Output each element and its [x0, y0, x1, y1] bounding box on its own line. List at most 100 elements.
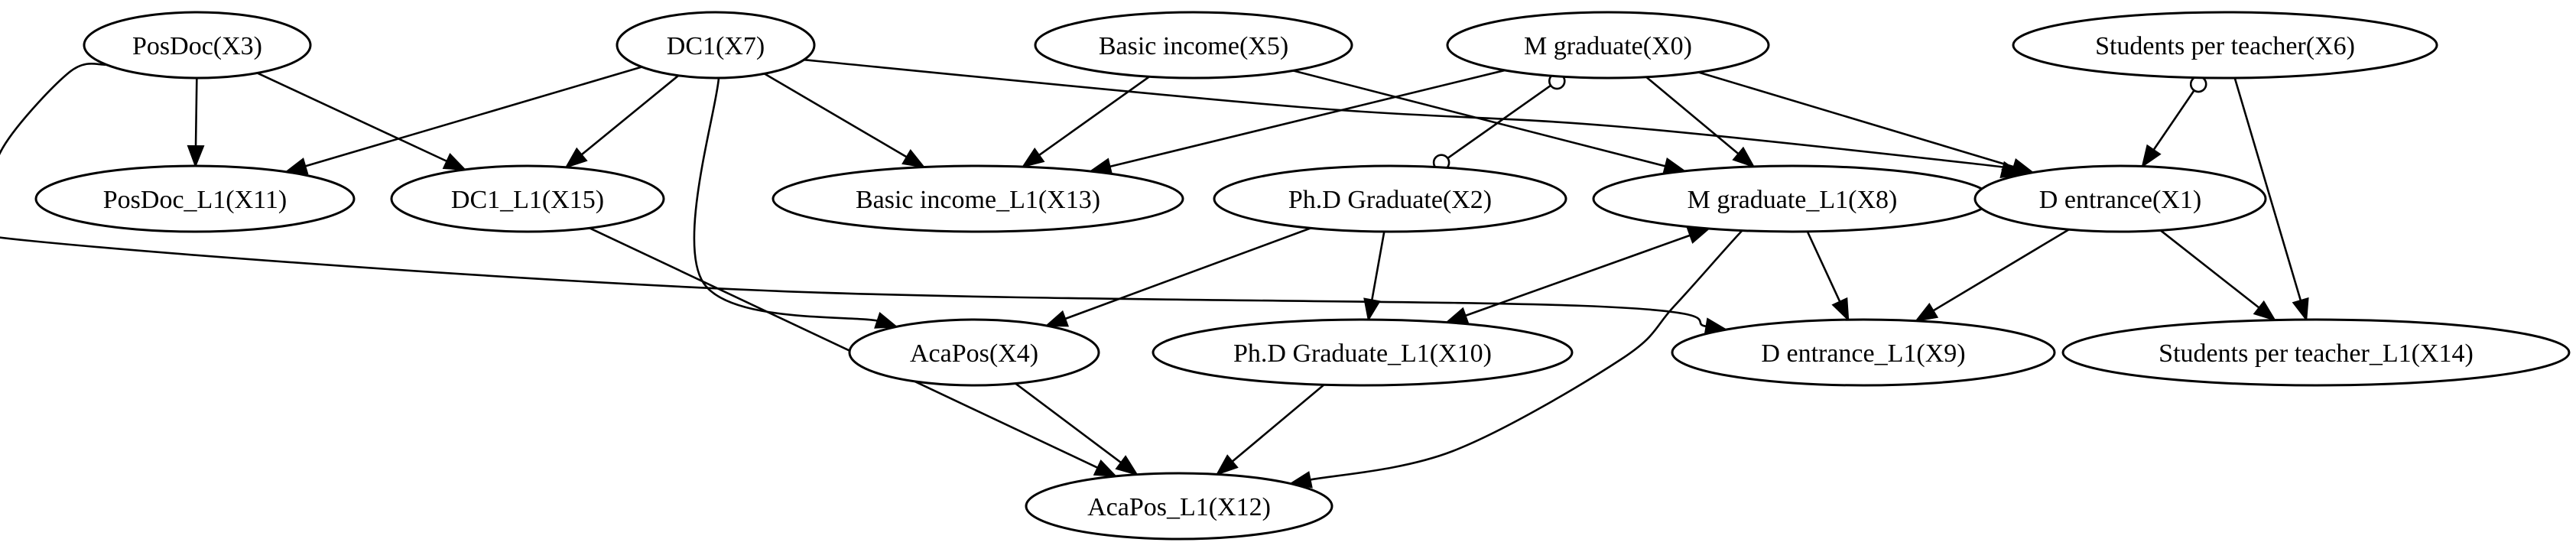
- edge-line: [2159, 229, 2260, 309]
- arrowhead: [901, 148, 926, 168]
- edge-line: [1447, 84, 1551, 159]
- node-ellipse: [1973, 164, 2267, 233]
- edge-x7-x11: [284, 66, 642, 175]
- node-label: Basic income_L1(X13): [856, 186, 1100, 214]
- node-x6: Students per teacher(X6): [2012, 11, 2438, 80]
- arrowhead: [1363, 297, 1381, 322]
- edge-x8-x9: [1806, 231, 1850, 322]
- arrowhead: [2253, 300, 2277, 322]
- node-ellipse: [83, 11, 312, 80]
- edge-x3-x15: [256, 72, 467, 171]
- edge-line: [1371, 231, 1385, 300]
- node-label: DC1_L1(X15): [451, 186, 604, 214]
- node-label: Basic income(X5): [1099, 32, 1288, 60]
- node-x10: Ph.D Graduate_L1(X10): [1152, 318, 1574, 387]
- edge-x0-x1: [1698, 71, 2035, 175]
- node-ellipse: [1152, 318, 1574, 387]
- edge-line: [304, 66, 642, 167]
- node-ellipse: [34, 164, 356, 233]
- arrowhead: [1686, 227, 1711, 244]
- arrowhead: [1044, 310, 1070, 327]
- node-label: M graduate(X0): [1524, 32, 1692, 60]
- edge-line: [1932, 229, 2070, 312]
- node-ellipse: [772, 164, 1184, 233]
- arrowhead: [187, 144, 205, 168]
- edge-line: [1015, 382, 1122, 464]
- node-label: DC1(X7): [667, 32, 765, 60]
- node-ellipse: [2061, 318, 2571, 387]
- node-x8: M graduate_L1(X8): [1592, 164, 1993, 233]
- node-ellipse: [1034, 11, 1353, 80]
- edge-line: [589, 227, 1099, 469]
- node-ellipse: [2012, 11, 2438, 80]
- arrowhead: [1093, 459, 1118, 478]
- edge-line: [580, 74, 680, 156]
- arrowhead: [1444, 307, 1470, 324]
- edge-line: [1292, 70, 1666, 167]
- node-label: Students per teacher_L1(X14): [2159, 339, 2474, 368]
- node-x7: DC1(X7): [616, 11, 816, 80]
- node-label: D entrance_L1(X9): [1761, 339, 1965, 368]
- node-ellipse: [1446, 11, 1770, 80]
- edge-x5-x8: [1292, 70, 1687, 175]
- node-label: Ph.D Graduate(X2): [1288, 186, 1492, 214]
- node-x12: AcaPos_L1(X12): [1025, 472, 1333, 541]
- node-x13: Basic income_L1(X13): [772, 164, 1184, 233]
- edge-x7-x13: [764, 73, 926, 168]
- node-ellipse: [1671, 318, 2056, 387]
- edge-line: [777, 56, 2016, 171]
- node-ellipse: [390, 164, 665, 233]
- node-x1: D entrance(X1): [1973, 164, 2267, 233]
- node-x5: Basic income(X5): [1034, 11, 1353, 80]
- edge-x10-x12: [1215, 384, 1325, 476]
- arrowhead: [442, 153, 467, 171]
- arrowhead: [1115, 455, 1139, 476]
- edge-line: [1698, 71, 2015, 168]
- node-ellipse: [616, 11, 816, 80]
- edge-x2-x10: [1363, 231, 1385, 322]
- edge-x6-x1: [2141, 75, 2207, 168]
- node-x14: Students per teacher_L1(X14): [2061, 318, 2571, 387]
- edge-line: [1806, 231, 1841, 303]
- node-ellipse: [848, 318, 1100, 387]
- node-label: AcaPos_L1(X12): [1087, 493, 1271, 521]
- node-ellipse: [1025, 472, 1333, 541]
- edge-line: [1645, 76, 1740, 155]
- node-x0: M graduate(X0): [1446, 11, 1770, 80]
- node-label: PosDoc(X3): [132, 32, 262, 60]
- arrowhead: [564, 147, 588, 169]
- node-label: D entrance(X1): [2039, 186, 2201, 214]
- node-label: Ph.D Graduate_L1(X10): [1233, 339, 1492, 368]
- node-x4: AcaPos(X4): [848, 318, 1100, 387]
- edge-x2-x4: [1044, 227, 1311, 327]
- edge-line: [1310, 219, 1759, 481]
- node-x11: PosDoc_L1(X11): [34, 164, 356, 233]
- edge-x7-x15: [564, 74, 680, 169]
- arrowhead: [1732, 146, 1756, 168]
- edges-layer: [0, 56, 2309, 489]
- edge-line: [1038, 76, 1150, 157]
- edge-line: [1064, 227, 1311, 320]
- edge-line: [194, 77, 198, 147]
- edge-line: [1231, 384, 1325, 463]
- node-x3: PosDoc(X3): [83, 11, 312, 80]
- edge-x6-x14: [2233, 77, 2309, 322]
- edge-line: [2233, 77, 2302, 301]
- edge-line: [1465, 234, 1691, 317]
- arrowhead: [1215, 454, 1239, 476]
- arrowhead: [1831, 297, 1850, 322]
- node-label: M graduate_L1(X8): [1688, 186, 1898, 214]
- edge-line: [256, 72, 447, 163]
- node-label: AcaPos(X4): [910, 339, 1038, 368]
- edge-x15-x12: [589, 227, 1118, 478]
- nodes-layer: PosDoc(X3) DC1(X7) Basic income(X5) M gradu…: [34, 11, 2571, 541]
- edge-line: [2152, 89, 2195, 151]
- edge-line: [764, 73, 908, 158]
- edge-x4-x12: [1015, 382, 1139, 476]
- arrowhead: [2141, 144, 2162, 168]
- edge-x3-x11: [187, 77, 205, 168]
- node-x15: DC1_L1(X15): [390, 164, 665, 233]
- edge-line: [1109, 69, 1506, 168]
- edge-x1-x14: [2159, 229, 2277, 322]
